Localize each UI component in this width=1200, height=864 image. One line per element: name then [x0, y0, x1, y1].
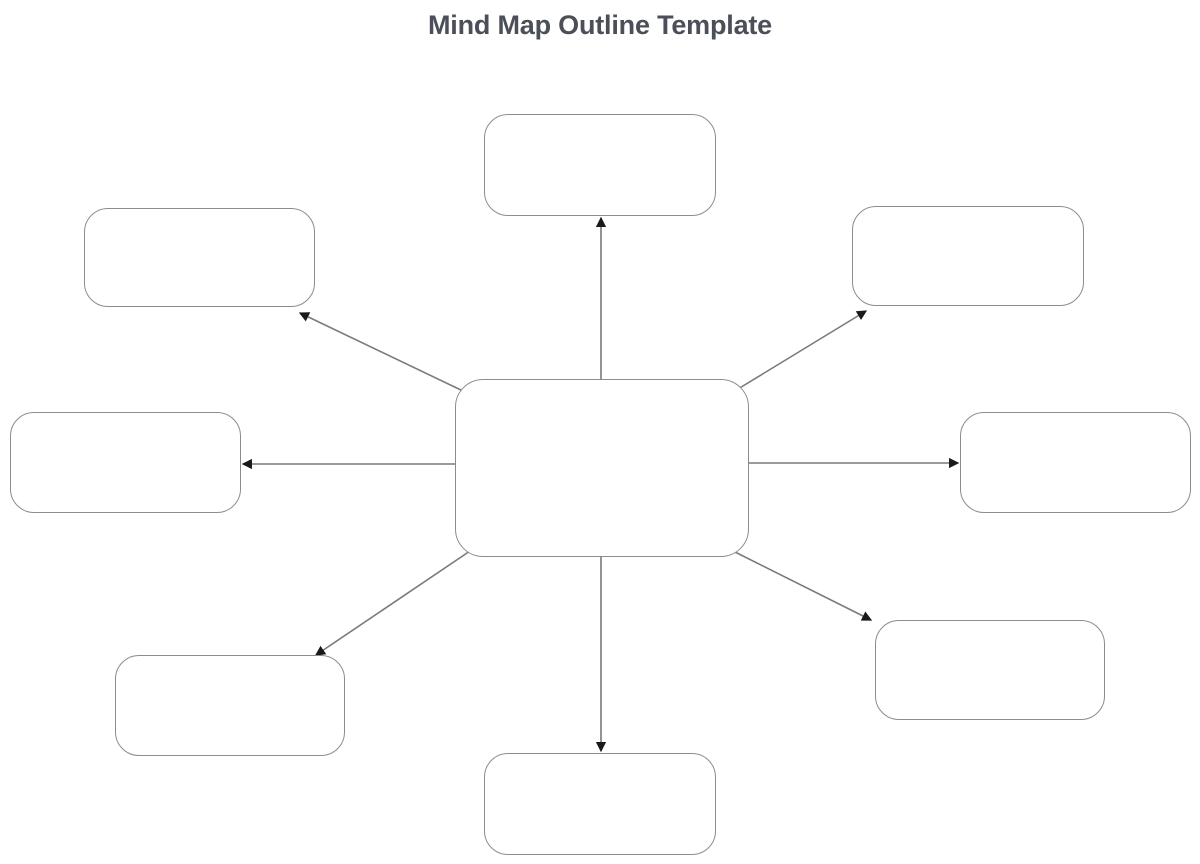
branch-bottom-left[interactable] — [115, 655, 345, 756]
branch-top[interactable] — [484, 114, 716, 216]
branch-left[interactable] — [10, 412, 241, 513]
central-node[interactable] — [455, 379, 749, 557]
connector-to-bottom-left — [314, 550, 471, 656]
branch-top-right[interactable] — [852, 206, 1084, 306]
branch-bottom[interactable] — [484, 753, 716, 855]
connector-layer — [241, 216, 960, 753]
page-title: Mind Map Outline Template — [427, 10, 772, 40]
branch-top-left[interactable] — [84, 208, 315, 307]
connector-to-top-left — [298, 312, 464, 392]
connector-to-top-right — [737, 310, 868, 390]
connector-to-bottom-right — [734, 551, 873, 621]
branch-bottom-right[interactable] — [875, 620, 1105, 720]
branch-right[interactable] — [960, 412, 1191, 513]
